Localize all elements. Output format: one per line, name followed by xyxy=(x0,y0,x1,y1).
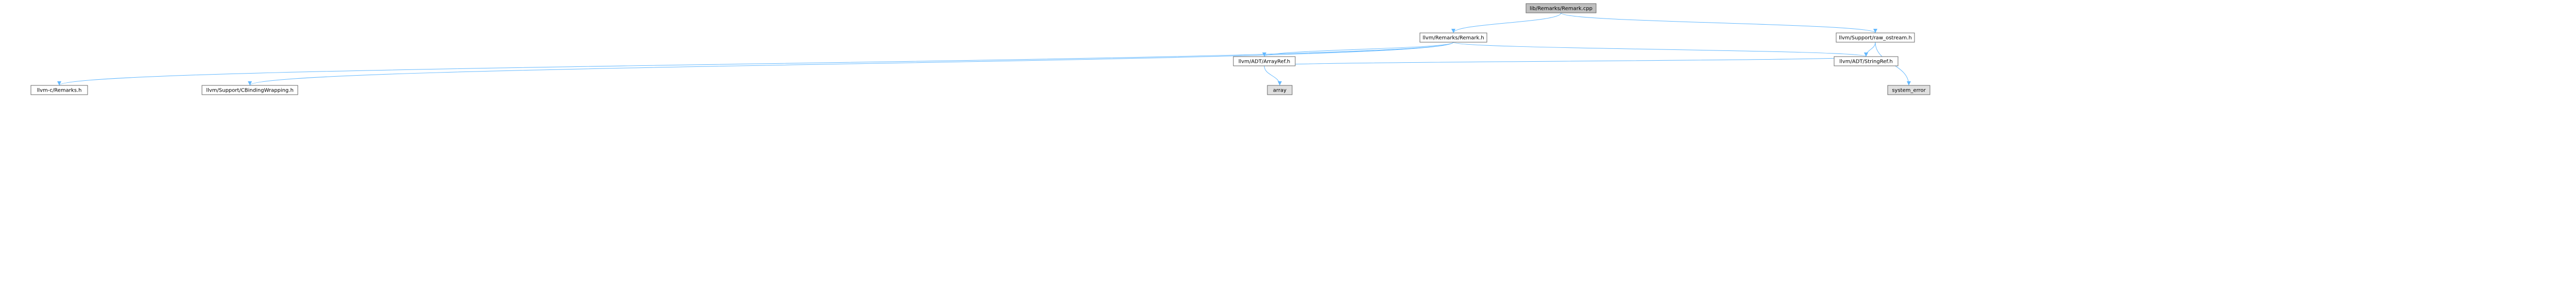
edge-arrayref-to-stringref xyxy=(1264,56,1868,66)
node-arrayref[interactable]: llvm/ADT/ArrayRef.h xyxy=(1233,56,1296,66)
edge-layer xyxy=(57,12,1911,86)
node-system-error[interactable]: system_error xyxy=(1887,85,1930,95)
edge-arrayref-to-array xyxy=(1264,65,1282,86)
node-c-remarks[interactable]: llvm-c/Remarks.h xyxy=(30,85,88,95)
node-label: llvm/Support/raw_ostream.h xyxy=(1839,36,1912,41)
node-label: llvm/ADT/StringRef.h xyxy=(1839,59,1892,65)
edge-remark_h-to-c_remarks xyxy=(57,42,1454,86)
node-label: llvm/Support/CBindingWrapping.h xyxy=(206,88,294,94)
node-label: llvm/Remarks/Remark.h xyxy=(1422,36,1484,41)
node-box xyxy=(1887,85,1930,95)
node-stringref[interactable]: llvm/ADT/StringRef.h xyxy=(1834,56,1899,66)
edge-remark_h-to-arrayref xyxy=(1262,42,1454,57)
node-box xyxy=(201,85,298,95)
node-box xyxy=(1834,56,1899,66)
edge-remark_h-to-stringref xyxy=(1453,42,1868,57)
node-label: llvm-c/Remarks.h xyxy=(37,88,82,94)
node-layer: lib/Remarks/Remark.cpp llvm/Remarks/Rema… xyxy=(30,3,1930,95)
edge-root-to-raw_ostream xyxy=(1561,12,1877,33)
node-label: lib/Remarks/Remark.cpp xyxy=(1530,6,1592,12)
node-root[interactable]: lib/Remarks/Remark.cpp xyxy=(1526,3,1597,13)
node-box xyxy=(30,85,88,95)
node-box xyxy=(1233,56,1296,66)
node-box xyxy=(1526,3,1597,13)
node-cbinding[interactable]: llvm/Support/CBindingWrapping.h xyxy=(201,85,298,95)
node-box xyxy=(1267,85,1293,95)
node-array[interactable]: array xyxy=(1267,85,1293,95)
node-label: llvm/ADT/ArrayRef.h xyxy=(1239,59,1291,65)
node-remark-h[interactable]: llvm/Remarks/Remark.h xyxy=(1419,32,1487,43)
edge-raw_ostream-to-stringref xyxy=(1864,42,1876,57)
node-box xyxy=(1836,32,1915,43)
edge-remark_h-to-cbinding xyxy=(248,42,1454,86)
edge-root-to-remark_h xyxy=(1451,12,1562,33)
node-box xyxy=(1419,32,1487,43)
node-raw-ostream[interactable]: llvm/Support/raw_ostream.h xyxy=(1836,32,1915,43)
node-label: system_error xyxy=(1892,88,1926,94)
node-label: array xyxy=(1273,88,1286,94)
